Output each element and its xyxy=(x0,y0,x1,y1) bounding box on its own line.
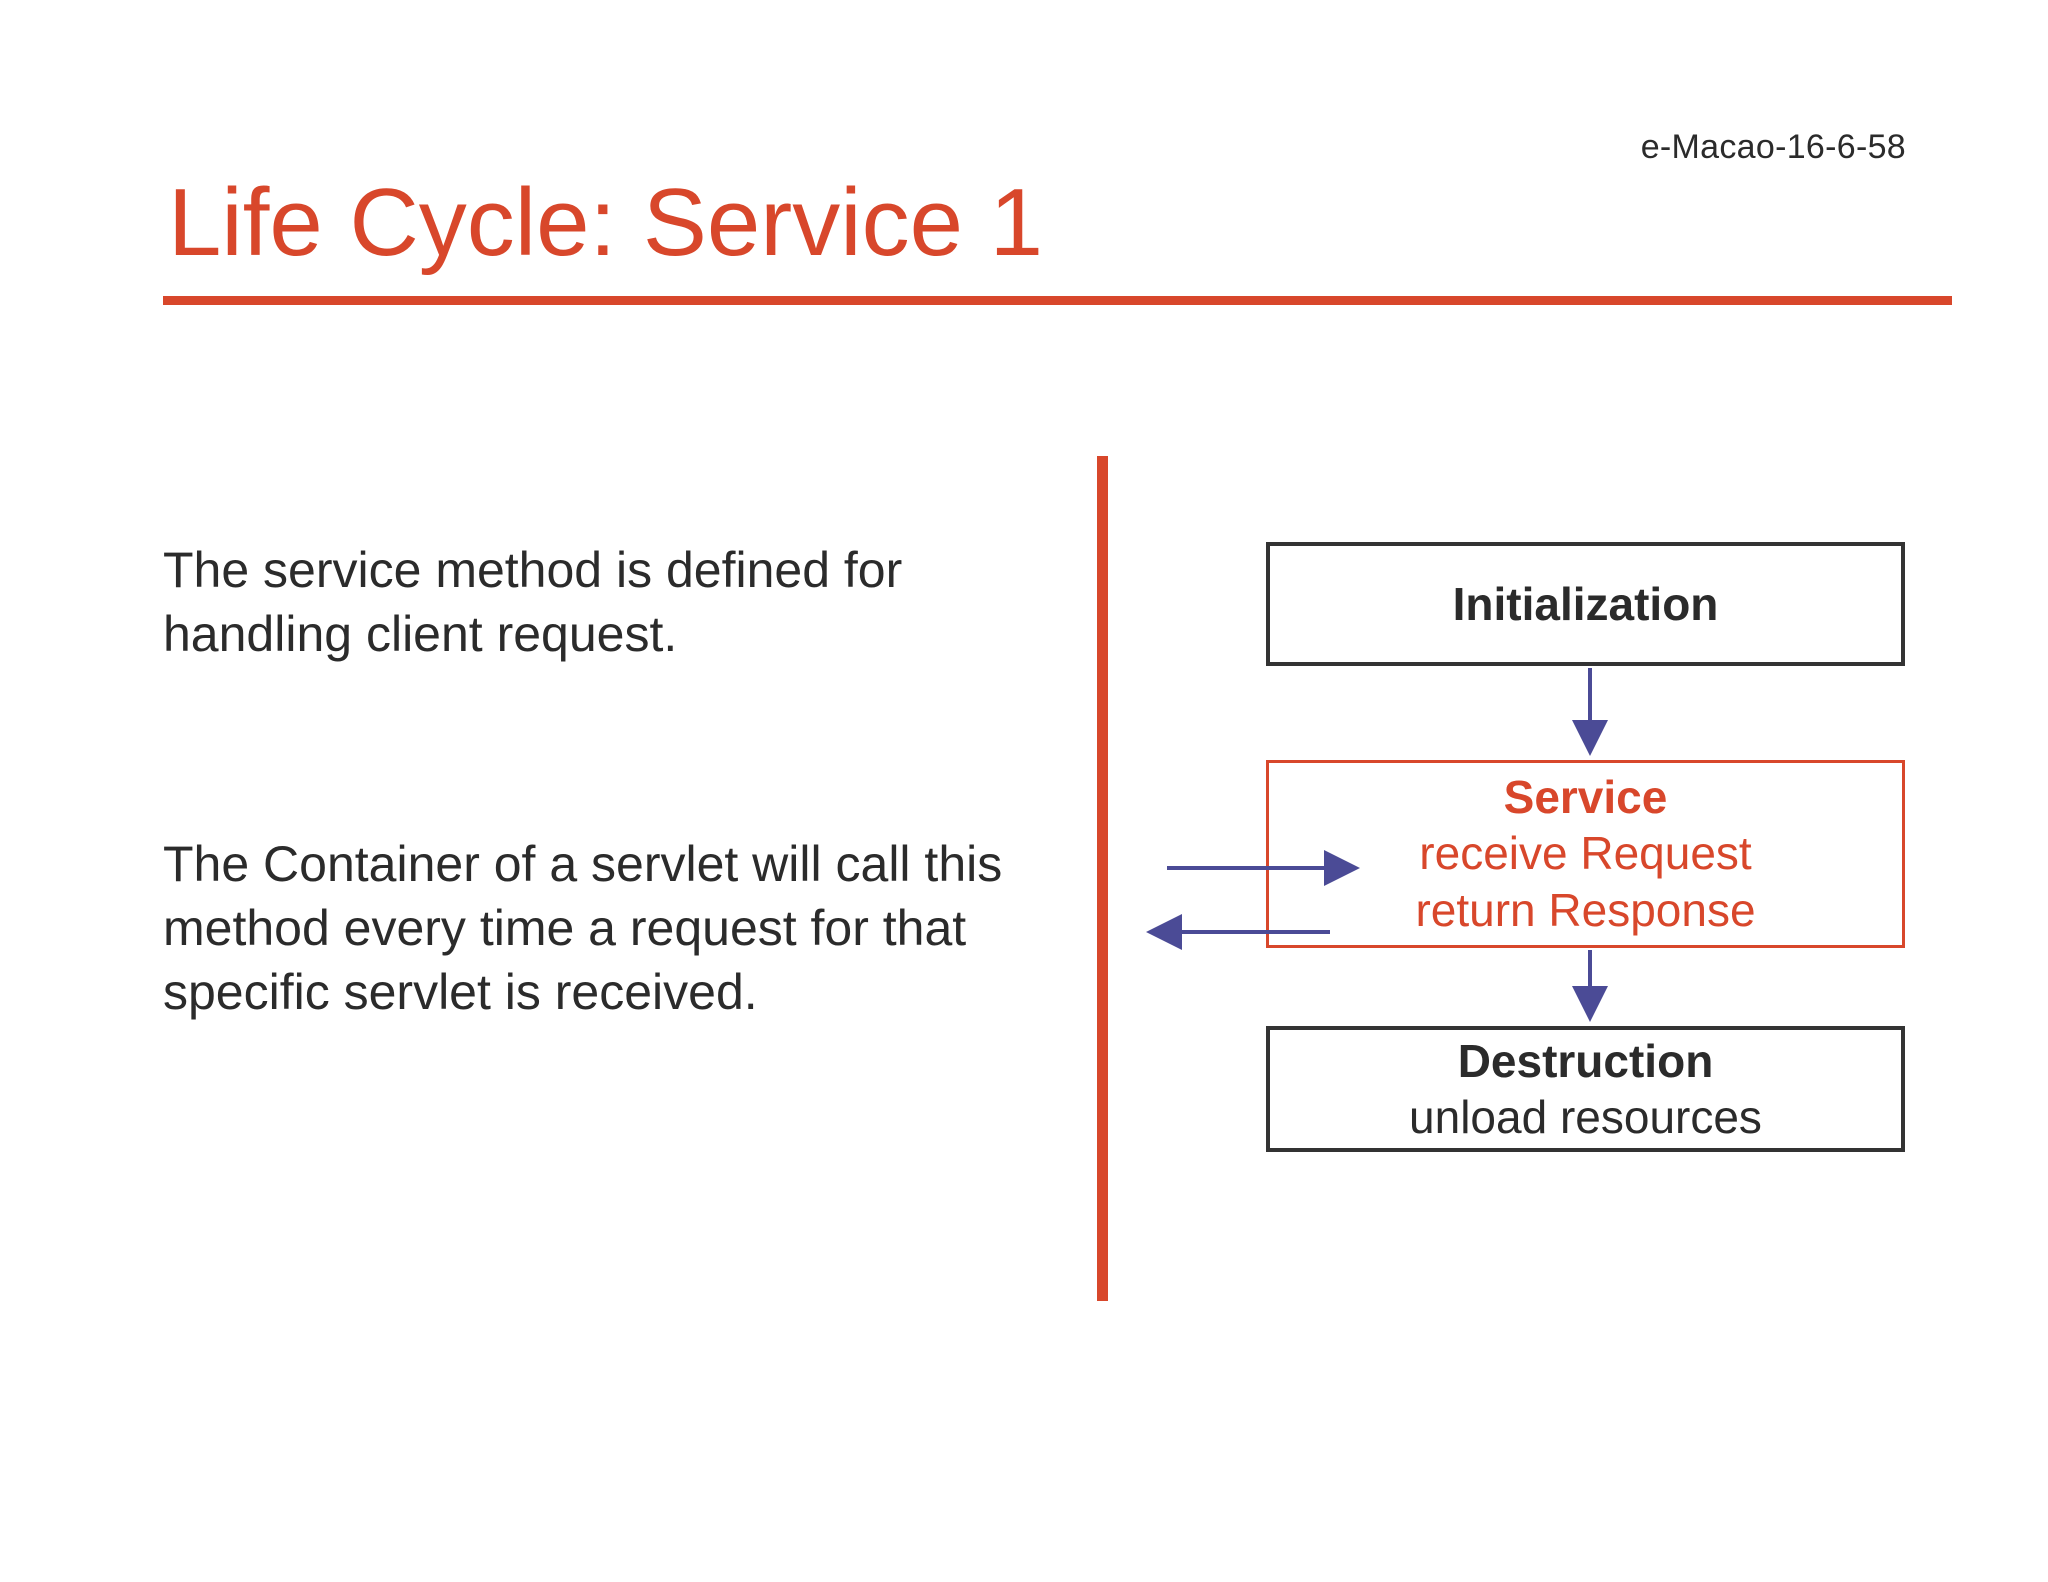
box-service-line-receive-request: receive Request xyxy=(1419,827,1752,879)
vertical-divider-bar xyxy=(1097,456,1108,1301)
box-destruction-line-unload-resources: unload resources xyxy=(1409,1090,1762,1143)
box-service-line-return-response: return Response xyxy=(1415,884,1756,936)
box-initialization-title: Initialization xyxy=(1452,578,1719,630)
diagram-box-destruction: Destruction unload resources xyxy=(1266,1026,1905,1152)
diagram-box-service: Service receive Request return Response xyxy=(1266,760,1905,948)
page-title: Life Cycle: Service 1 xyxy=(168,169,1044,276)
box-destruction-title: Destruction xyxy=(1457,1034,1714,1087)
paragraph-container-call: The Container of a servlet will call thi… xyxy=(163,836,1003,1020)
title-underline-rule xyxy=(163,296,1952,305)
diagram-box-initialization: Initialization xyxy=(1266,542,1905,666)
paragraph-service-method: The service method is defined for handli… xyxy=(163,542,903,662)
body-text-block: The service method is defined for handli… xyxy=(163,538,1043,1024)
box-service-title: Service xyxy=(1503,771,1668,823)
slide-code-label: e-Macao-16-6-58 xyxy=(1640,128,1906,166)
